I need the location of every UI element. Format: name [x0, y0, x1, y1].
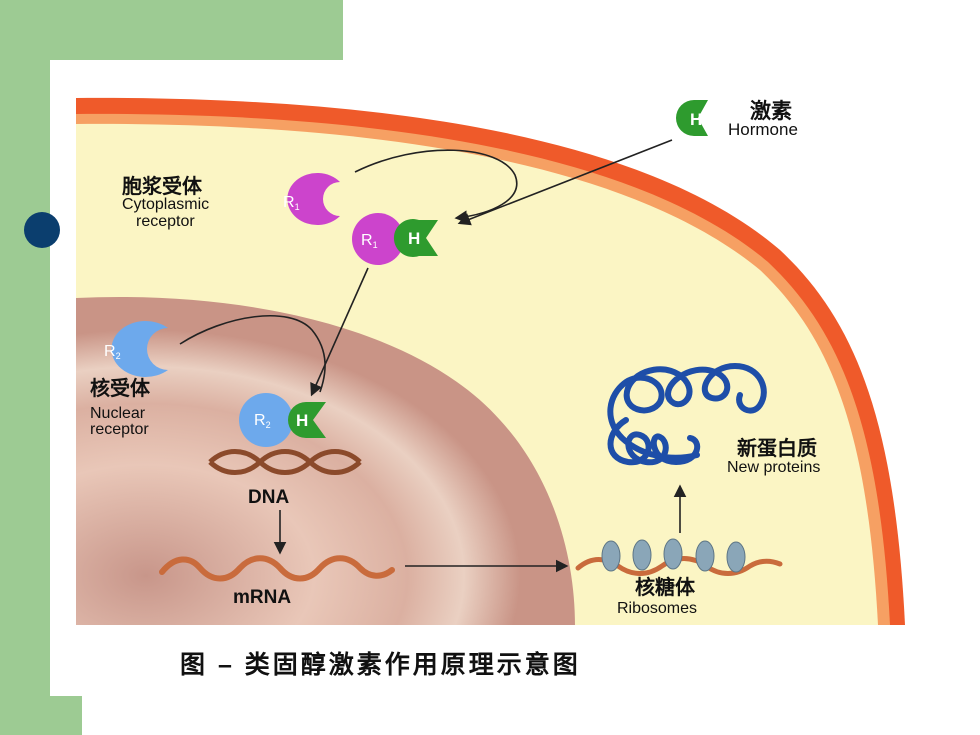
ribosomes-label-cn: 核糖体 — [635, 575, 696, 599]
hormone-molecule: H — [676, 100, 708, 136]
ribosomes-icon — [601, 538, 746, 573]
slide-bullet — [24, 212, 60, 248]
receptor1-icon — [287, 173, 340, 225]
svg-text:R1: R1 — [361, 232, 378, 250]
nuclear-receptor-free: R2 — [104, 321, 168, 377]
nuclear-receptor-label-en2: receptor — [90, 421, 149, 438]
hormone-bound-icon — [393, 218, 438, 257]
mrna-strand-icon — [159, 555, 395, 582]
hormone-label-en: Hormone — [728, 120, 798, 139]
cytoplasmic-receptor-label-cn: 胞浆受体 — [122, 174, 203, 198]
svg-text:H: H — [408, 229, 420, 248]
cytoplasmic-receptor-label-en2: receptor — [136, 213, 195, 230]
nucleus — [76, 297, 575, 625]
hormone-bound-nuclear-icon — [288, 402, 326, 438]
svg-text:H: H — [296, 411, 308, 430]
figure-caption: 图 – 类固醇激素作用原理示意图 — [180, 651, 581, 679]
arrow-r1-binding — [354, 149, 518, 224]
hormone-icon — [676, 100, 708, 136]
receptor2-bound-icon — [239, 393, 293, 447]
cytoplasmic-receptor-label-en1: Cytoplasmic — [122, 196, 209, 213]
svg-text:R2: R2 — [104, 343, 121, 361]
green-band-left — [0, 60, 50, 735]
cytoplasmic-receptor-free: R1 — [283, 173, 340, 225]
nuclear-receptor-label-cn: 核受体 — [90, 376, 151, 400]
nuclear-receptor-label-en1: Nuclear — [90, 405, 146, 422]
receptor1-bound-icon — [352, 213, 404, 265]
arrow-r2-binding — [179, 314, 326, 393]
hormone-label-cn: 激素 — [750, 99, 792, 123]
hormone-symbol: H — [690, 110, 702, 129]
dna-helix-icon — [208, 449, 362, 475]
svg-text:R2: R2 — [254, 412, 271, 430]
new-protein-coil-icon — [607, 363, 767, 466]
green-band-bottom — [50, 696, 82, 735]
new-proteins-label-en: New proteins — [727, 459, 820, 476]
receptor2-icon — [111, 321, 168, 377]
arrow-hormone-entry — [457, 139, 673, 226]
receptor2-hormone-complex: R2 H — [239, 393, 326, 447]
dna-label: DNA — [248, 487, 289, 508]
green-band-top — [0, 0, 343, 60]
arrow-to-nucleus — [310, 267, 369, 397]
new-proteins-label-cn: 新蛋白质 — [737, 436, 817, 460]
svg-text:R1: R1 — [283, 194, 300, 212]
ribosomes-label-en: Ribosomes — [617, 600, 697, 617]
mrna-label: mRNA — [233, 587, 291, 608]
receptor1-hormone-complex: R1 H — [352, 213, 438, 265]
